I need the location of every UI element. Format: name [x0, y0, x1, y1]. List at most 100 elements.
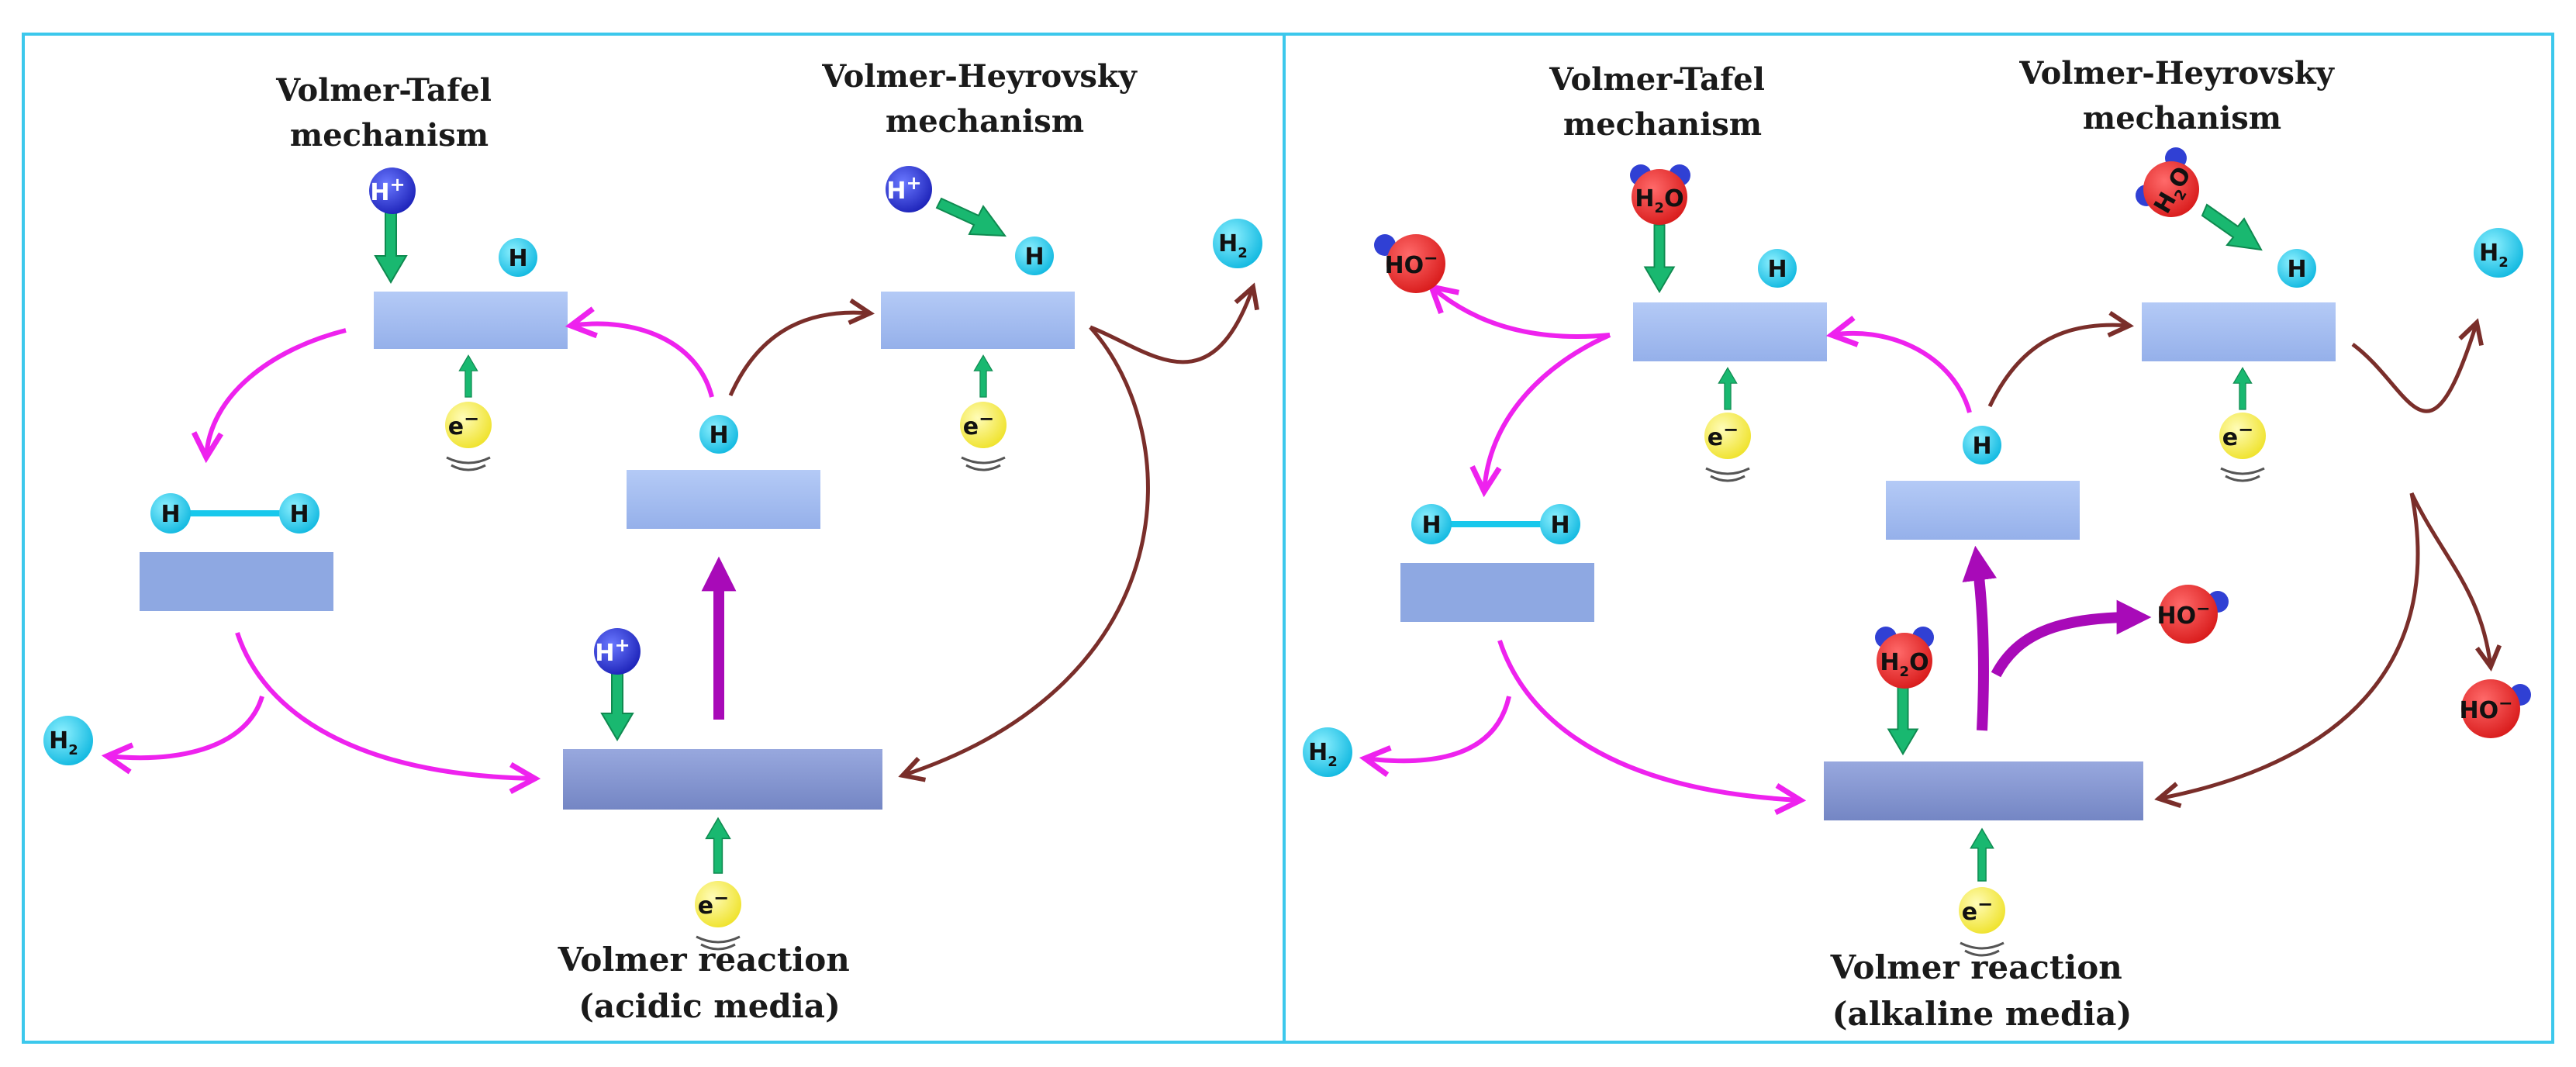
left-h2-product-2-h: H: [49, 727, 68, 754]
right-tafel-water-sub: 2: [1655, 200, 1665, 216]
left-tafel-surface: [374, 292, 568, 349]
left-adsorbed-h-text: H: [709, 422, 728, 449]
left-heyrovsky-electron-icon: e−: [960, 402, 1007, 471]
right-hads-surface: [1886, 481, 2080, 540]
right-tafel-hydroxide-ion-icon: HO−: [1374, 234, 1445, 293]
left-heyrovsky-proton-h: H: [886, 178, 906, 205]
right-volmer-label: Volmer reaction (alkaline media): [1830, 948, 2134, 1033]
left-volmer-proton-icon: H+: [594, 628, 641, 675]
right-hads-to-heyrovsky-arrow: [1987, 325, 2129, 408]
left-h2-product-2-icon: H2: [43, 716, 93, 765]
left-volmer-e: e: [698, 893, 713, 920]
left-hh-right-text: H: [289, 501, 309, 528]
right-heyrovsky-electron-text: e−: [2222, 419, 2253, 451]
right-hads-to-tafel-arrow: [1832, 333, 1972, 413]
right-volmer-hydroxide-arrow: [1991, 599, 2152, 678]
left-tafel-hydrogen-atom-icon: H: [499, 238, 537, 277]
left-proton-down-arrow-volmer: [601, 668, 634, 741]
left-volmer-proton-text: H+: [595, 634, 630, 667]
right-panel: Volmer-Tafel mechanism Volmer-Heyrovsky …: [1303, 55, 2531, 1033]
right-h2-surface: [1400, 563, 1594, 622]
right-vt-line1: Volmer-Tafel: [1549, 61, 1765, 98]
left-hads-to-tafel-arrow: [571, 324, 714, 398]
left-volmer-electron-icon: e−: [695, 881, 741, 951]
right-heyrovsky-hydrogen-atom-icon: H: [2277, 249, 2316, 288]
left-tafel-proton-icon: H+: [369, 167, 416, 214]
right-h2-product-1-text: H2: [2479, 240, 2509, 271]
right-water-down-arrow-volmer: [1887, 686, 1918, 755]
right-panel-frame: [1283, 33, 2554, 1044]
right-electron-up-arrow-heyrovsky: [2232, 367, 2253, 410]
right-adsorbed-hydrogen-atom-icon: H: [1963, 426, 2001, 464]
right-h2-product-2-icon: H2: [1303, 727, 1352, 777]
right-hh-left-text: H: [1421, 512, 1441, 539]
right-tafel-hydroxide-minus: −: [1424, 249, 1438, 268]
right-volmer-hydroxide-minus: −: [2196, 599, 2210, 619]
left-h2-release-arrow: [107, 696, 264, 758]
left-h2-product-1-text: H2: [1218, 230, 1248, 261]
right-tafel-hydroxide-ho: HO: [1384, 252, 1424, 279]
left-tafel-e-minus: −: [464, 408, 479, 430]
left-vt-line1: Volmer-Tafel: [275, 72, 492, 109]
right-volmer-water-sub: 2: [1900, 664, 1910, 680]
right-tafel-surface: [1633, 302, 1827, 361]
right-tafel-water-h: H: [1635, 185, 1654, 212]
left-h2-product-2-text: H2: [49, 727, 78, 758]
right-h2-release-arrow: [1365, 696, 1511, 761]
right-hh-right-text: H: [1550, 512, 1569, 539]
right-volmer-hydroxide-ho: HO: [2156, 603, 2196, 630]
right-volmer-electron-icon: e−: [1959, 887, 2005, 957]
left-hydrogen-molecule-icon: H H: [150, 493, 319, 534]
right-vh-line1: Volmer-Heyrovsky: [2018, 55, 2335, 92]
right-electron-up-arrow-volmer: [1970, 827, 1994, 882]
left-volmer-surface: [563, 749, 882, 810]
right-tafel-e: e: [1708, 424, 1723, 451]
right-volmer-hydroxide-ion-icon: HO−: [2156, 585, 2229, 644]
right-tafel-to-hydroxide-arrow: [1431, 287, 1611, 339]
left-hads-surface: [627, 470, 820, 529]
right-h2-product-1-h: H: [2479, 240, 2498, 267]
right-electron-up-arrow-tafel: [1718, 367, 1738, 410]
left-heyrovsky-h2-arrow: [1089, 287, 1253, 364]
right-water-down-arrow-tafel: [1644, 224, 1675, 293]
left-vh-label: Volmer-Heyrovsky mechanism: [821, 58, 1148, 140]
right-tafel-e-minus: −: [1723, 419, 1739, 440]
right-vt-line2: mechanism: [1563, 106, 1762, 143]
right-heyrovsky-hydroxide-ion-icon: HO−: [2459, 679, 2531, 738]
right-vh-line2: mechanism: [2083, 100, 2281, 136]
right-heyrovsky-h2-arrow: [2351, 323, 2477, 413]
right-tafel-water-molecule-icon: H2O: [1630, 164, 1690, 225]
left-h2-product-1-sub: 2: [1238, 245, 1248, 261]
left-heyrovsky-h-text: H: [1024, 243, 1044, 271]
left-volmer-proton-plus: +: [615, 634, 630, 656]
right-volmer-up-arrow: [1962, 545, 1998, 731]
right-volmer-water-molecule-icon: H2O: [1875, 627, 1934, 689]
left-heyrovsky-proton-text: H+: [886, 172, 921, 205]
left-tafel-electron-icon: e−: [445, 402, 492, 471]
left-heyrovsky-hydrogen-atom-icon: H: [1015, 237, 1054, 275]
left-hads-to-heyrovsky-arrow: [728, 313, 870, 397]
right-tafel-electron-icon: e−: [1704, 413, 1751, 482]
left-tafel-electron-text: e−: [448, 408, 479, 440]
left-adsorbed-hydrogen-atom-icon: H: [699, 415, 738, 454]
right-heyrovsky-hydroxide-text: HO−: [2459, 694, 2512, 724]
right-heyrovsky-hydroxide-arrow: [2409, 492, 2491, 667]
right-heyrovsky-to-volmer-arrow: [2159, 492, 2420, 799]
left-heyrovsky-to-volmer-arrow: [903, 326, 1150, 775]
left-tafel-to-h2-arrow: [206, 328, 347, 458]
right-heyrovsky-e-minus: −: [2238, 419, 2253, 440]
right-volmer-line2: (alkaline media): [1832, 995, 2132, 1033]
left-tafel-proton-plus: +: [390, 174, 406, 195]
left-h2-product-1-icon: H2: [1213, 219, 1262, 268]
left-heyrovsky-proton-plus: +: [906, 172, 922, 194]
right-h2-product-2-text: H2: [1308, 739, 1338, 770]
right-tafel-water-o: O: [1664, 185, 1684, 212]
right-heyrovsky-surface: [2142, 302, 2336, 361]
right-h2-product-1-sub: 2: [2498, 254, 2509, 271]
right-tafel-hydroxide-text: HO−: [1384, 249, 1438, 279]
right-heyrovsky-e: e: [2222, 424, 2238, 451]
left-heyrovsky-electron-text: e−: [963, 408, 994, 440]
right-heyrovsky-hydroxide-ho: HO: [2459, 697, 2498, 724]
left-heyrovsky-surface: [881, 292, 1075, 349]
